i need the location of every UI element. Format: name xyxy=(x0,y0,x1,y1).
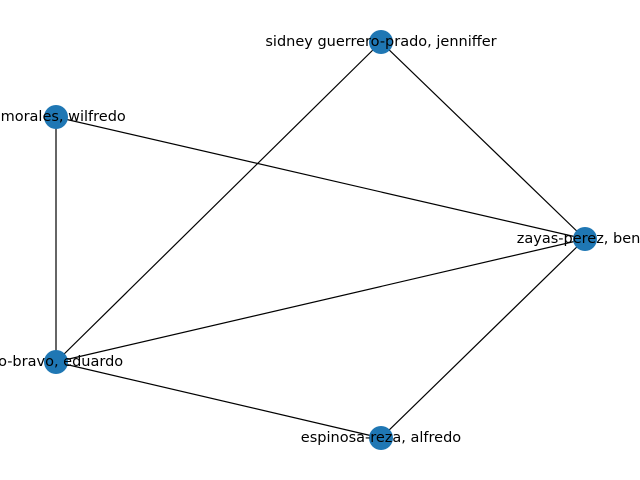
node-label-n1: sidney guerrero-prado, jenniffer xyxy=(265,34,496,50)
edge-n4-n5 xyxy=(55,361,382,439)
edge-n4-n3 xyxy=(55,238,586,363)
labels-layer: sidney guerrero-prado, jenniffer o-morale… xyxy=(0,34,640,446)
graph-node-n2 xyxy=(44,105,68,129)
graph-node-n1 xyxy=(369,30,393,54)
node-label-n2: o-morales, wilfredo xyxy=(0,109,126,125)
node-label-n5: espinosa-reza, alfredo xyxy=(301,430,462,446)
graph-node-n5 xyxy=(369,426,393,450)
nodes-layer xyxy=(44,30,597,450)
graph-node-n3 xyxy=(573,227,597,251)
graph-node-n4 xyxy=(44,350,68,374)
edges-layer xyxy=(55,41,586,439)
node-label-n4: do-bravo, eduardo xyxy=(0,354,123,370)
edge-n1-n4 xyxy=(55,41,382,363)
edge-n2-n3 xyxy=(55,116,586,240)
edge-n5-n3 xyxy=(380,238,586,439)
edge-n1-n3 xyxy=(380,41,586,240)
node-label-n3: zayas-perez, benja xyxy=(517,231,640,247)
